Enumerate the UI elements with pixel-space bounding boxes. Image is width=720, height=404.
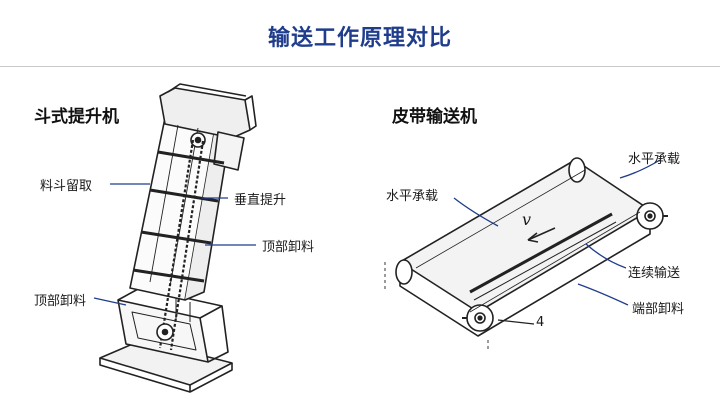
label-end-discharge: 端部卸料	[632, 302, 685, 317]
bucket-elevator-illustration	[99, 83, 257, 393]
label-horizontal-load-left: 水平承载	[386, 189, 439, 204]
bucket-elevator-title: 斗式提升机	[34, 107, 119, 127]
label-horizontal-load-top: 水平承载	[628, 152, 681, 167]
label-hopper-retain: 料斗留取	[40, 179, 93, 194]
label-top-discharge-right: 顶部卸料	[262, 240, 315, 255]
belt-conveyor-title: 皮带输送机	[392, 107, 477, 127]
velocity-symbol: v	[522, 210, 532, 229]
header-divider	[0, 66, 720, 67]
page-title: 输送工作原理对比	[267, 26, 452, 51]
part-number-label: 4	[536, 315, 545, 330]
label-vertical-lift: 垂直提升	[234, 193, 287, 208]
bucket-elevator-leaders	[93, 183, 256, 306]
belt-conveyor-leaders	[453, 159, 661, 306]
label-continuous: 连续输送	[628, 266, 681, 281]
belt-conveyor-illustration	[384, 157, 668, 352]
label-top-discharge-left: 顶部卸料	[34, 294, 87, 309]
part-4-leader	[497, 319, 535, 325]
